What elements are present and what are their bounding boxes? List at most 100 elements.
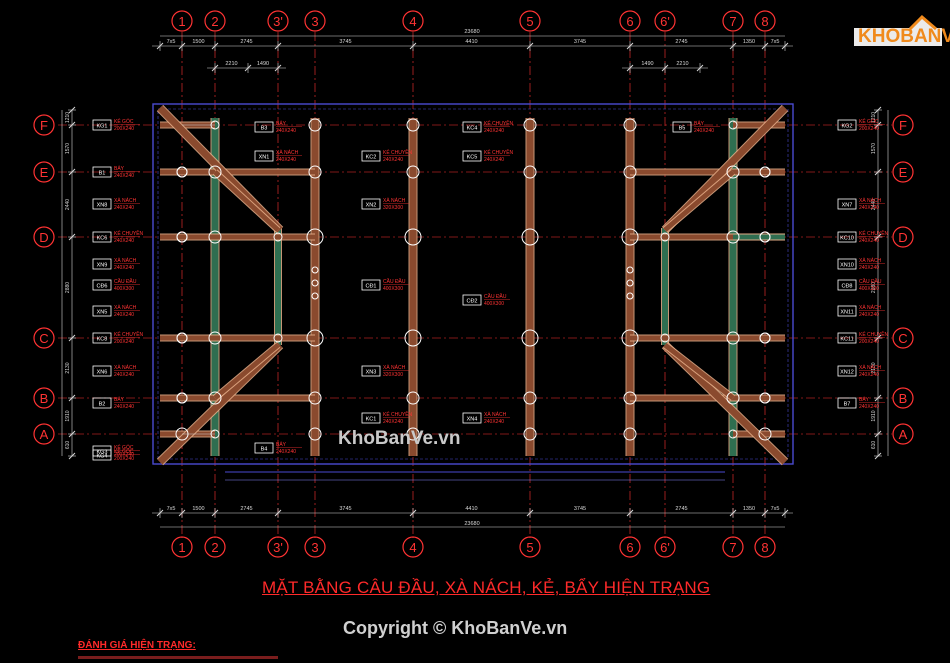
dimension-tick	[626, 64, 634, 72]
grid-bubble-label: 4	[409, 540, 416, 555]
column	[521, 329, 539, 347]
tag-name: KẺ CHUYỀN	[859, 230, 889, 237]
column	[626, 292, 634, 300]
dimension-tick	[211, 64, 219, 72]
grid-bubble-label: 8	[761, 14, 768, 29]
tag-code: KG2	[841, 124, 852, 130]
grid-bubble	[33, 161, 55, 183]
column	[176, 332, 188, 344]
tag-name: XÀ NÁCH	[484, 411, 507, 418]
column	[273, 333, 283, 343]
dimension-label: 2880	[65, 282, 71, 293]
dimension-label: 3745	[574, 39, 586, 45]
tag-code: B5	[679, 126, 686, 132]
grid-bubble-label: 7	[729, 14, 736, 29]
tag-size: 400X300	[114, 286, 134, 292]
tag-box	[837, 305, 857, 317]
dimension-tick	[211, 42, 219, 50]
tag-code: B3	[261, 126, 268, 132]
column	[623, 165, 637, 179]
dimension-tick	[729, 509, 737, 517]
dimension-tick	[874, 168, 882, 176]
tag-name: CẦU ĐẦU	[484, 293, 507, 300]
tag-code: XN4	[467, 417, 478, 423]
beam	[213, 343, 280, 400]
grid-bubble-label: 6'	[660, 540, 670, 555]
grid-bubble	[754, 536, 776, 558]
tag-size: 240X240	[859, 238, 879, 244]
grid-bubble-label: 5	[526, 14, 533, 29]
column	[758, 427, 772, 441]
tag-box	[462, 294, 482, 306]
tag-code: B1	[99, 171, 106, 177]
dimension-tick	[626, 42, 634, 50]
tag-size: 200X240	[859, 339, 879, 345]
dimension-label: 2745	[240, 506, 252, 512]
tag-box	[361, 279, 381, 291]
dimension-tick	[761, 509, 769, 517]
dimension-label: 2745	[675, 506, 687, 512]
tag-box	[92, 279, 112, 291]
tag-size: 240X240	[114, 205, 134, 211]
walls	[152, 103, 794, 481]
grid-bubble-label: D	[39, 230, 48, 245]
dimension-label: 1910	[65, 410, 71, 421]
dimension-tick	[781, 509, 789, 517]
tag-code: CĐ8	[841, 284, 852, 290]
tag-box	[672, 121, 692, 133]
column	[208, 165, 222, 179]
tag-code: XN9	[97, 263, 108, 269]
tag-name: KẺ CHUYỀN	[383, 411, 413, 418]
dimension-label: 4410	[465, 506, 477, 512]
tag-size: 240X240	[114, 404, 134, 410]
grid-bubble	[619, 10, 641, 32]
tag-code: B2	[99, 402, 106, 408]
dimension-tick	[68, 168, 76, 176]
column	[623, 391, 637, 405]
tag-box	[462, 121, 482, 133]
tag-code: XN8	[97, 203, 108, 209]
tag-size: 240X240	[276, 449, 296, 455]
dimension-tick	[156, 509, 164, 517]
grid-bubble	[33, 423, 55, 445]
tag-size: 320X300	[383, 372, 403, 378]
grid-bubble-label: 3	[311, 540, 318, 555]
grid-bubble	[654, 536, 676, 558]
column	[759, 231, 771, 243]
grid-bubble-label: B	[899, 391, 908, 406]
grid-bubble-label: A	[40, 427, 49, 442]
dimension-label: 7x5	[771, 39, 780, 45]
tag-size: 240X240	[114, 372, 134, 378]
dimension-label: 1570	[871, 143, 877, 154]
assessment-heading: ĐÁNH GIÁ HIỆN TRẠNG:	[78, 640, 196, 651]
tag-size: 240X240	[859, 312, 879, 318]
dimension-label: 1910	[871, 410, 877, 421]
grid-bubble-label: C	[39, 331, 48, 346]
tag-size: 400X300	[383, 286, 403, 292]
tag-box	[92, 198, 112, 210]
tag-name: CẦU ĐẦU	[114, 278, 137, 285]
tag-code: KG3	[96, 450, 107, 456]
dimension-label: 2745	[240, 39, 252, 45]
grid-bubble-label: 8	[761, 540, 768, 555]
dimension-tick	[874, 121, 882, 129]
tag-size: 200X240	[114, 126, 134, 132]
column	[306, 329, 324, 347]
grid-bubble	[204, 536, 226, 558]
grid-bubble	[754, 10, 776, 32]
tag-size: 240X240	[383, 419, 403, 425]
tag-box	[837, 365, 857, 377]
column	[728, 120, 738, 130]
dimension-tick	[68, 334, 76, 342]
tag-box	[837, 231, 857, 243]
tag-box	[92, 365, 112, 377]
tag-code: XN10	[840, 263, 854, 269]
column	[210, 120, 220, 130]
tag-box	[361, 198, 381, 210]
